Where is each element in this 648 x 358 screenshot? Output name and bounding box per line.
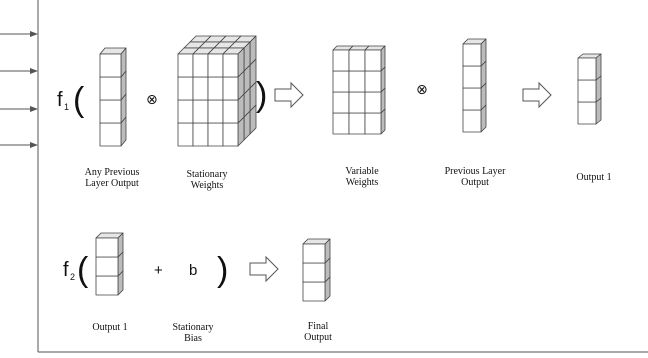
label-final-output-1: Final	[308, 321, 329, 332]
function-name-2: f	[63, 259, 69, 281]
close-paren-1: )	[256, 76, 267, 114]
label-stationary-weights-1: Stationary	[186, 169, 227, 180]
label-final-output-2: Output	[304, 332, 332, 343]
label-previous-layer-2: Output	[461, 177, 489, 188]
label-variable-weights-2: Weights	[346, 177, 379, 188]
function-subscript-1: 1	[64, 102, 69, 112]
output-1-column	[577, 53, 602, 125]
block-cell	[462, 38, 487, 67]
stationary-weights-cube	[177, 35, 257, 147]
open-paren-1: (	[73, 81, 85, 119]
bias-symbol: b	[189, 262, 197, 279]
function-name-1: f	[57, 89, 63, 111]
input-arrow-icon	[0, 31, 38, 37]
tensor-product-icon: ⊗	[146, 91, 158, 107]
f1-label: f 1	[57, 89, 69, 112]
label-stationary-bias-2: Bias	[184, 333, 202, 344]
input-arrow-icon	[0, 68, 38, 74]
tensor-product-icon: ⊗	[416, 81, 428, 97]
block-cell	[364, 45, 386, 72]
block-cell	[222, 47, 245, 78]
arrow-right-icon	[274, 81, 304, 109]
label-stationary-bias-1: Stationary	[172, 322, 213, 333]
previous-layer-output-column	[462, 38, 487, 133]
variable-weights-grid	[332, 45, 386, 135]
input-arrow-icon	[0, 106, 38, 112]
f2-label: f 2	[63, 259, 75, 282]
arrow-right-icon	[522, 81, 552, 109]
block-cell	[95, 232, 124, 258]
block-cell	[302, 238, 331, 264]
output-1-input-column	[95, 232, 124, 296]
label-variable-weights-1: Variable	[345, 166, 379, 177]
label-output-1: Output 1	[576, 172, 611, 183]
arrow-right-icon	[249, 255, 279, 283]
label-any-previous-1: Any Previous	[85, 167, 140, 178]
label-stationary-weights-2: Weights	[191, 180, 224, 191]
input-arrow-icon	[0, 142, 38, 148]
open-paren-2: (	[77, 251, 89, 289]
function-subscript-2: 2	[70, 272, 75, 282]
final-output-column	[302, 238, 331, 302]
block-cell	[577, 53, 602, 81]
block-cell	[99, 47, 127, 78]
label-row2-output-1: Output 1	[92, 322, 127, 333]
block-cell	[462, 82, 487, 111]
input-arrows	[0, 31, 38, 148]
close-paren-2: )	[217, 251, 228, 289]
label-previous-layer-1: Previous Layer	[445, 166, 506, 177]
any-previous-layer-output-column	[99, 47, 127, 147]
label-any-previous-2: Layer Output	[85, 178, 139, 189]
plus-operator: +	[154, 262, 163, 279]
block-cell	[99, 116, 127, 147]
